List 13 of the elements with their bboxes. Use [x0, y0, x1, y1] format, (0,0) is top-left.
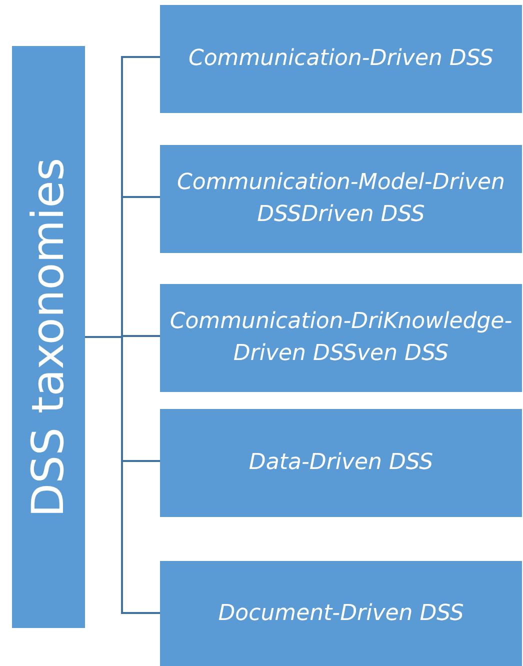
connector-line [85, 336, 160, 614]
category-box [12, 46, 85, 628]
taxonomy-label: Communication-DriKnowledge-Driven DSSven DSS [168, 308, 514, 368]
category-label: DSS taxonomies [23, 157, 74, 517]
taxonomy-box [160, 561, 522, 666]
taxonomy-label: Document-Driven DSS [217, 600, 465, 628]
taxonomy-box [160, 409, 522, 517]
taxonomy-box [160, 5, 522, 113]
taxonomy-box [160, 145, 522, 253]
taxonomy-box [160, 284, 522, 392]
taxonomy-label: Communication-Driven DSS [187, 45, 494, 74]
taxonomy-label: Data-Driven DSS [248, 449, 434, 478]
taxonomy-label: Communication-Model-Driven DSSDriven DSS [176, 169, 506, 229]
